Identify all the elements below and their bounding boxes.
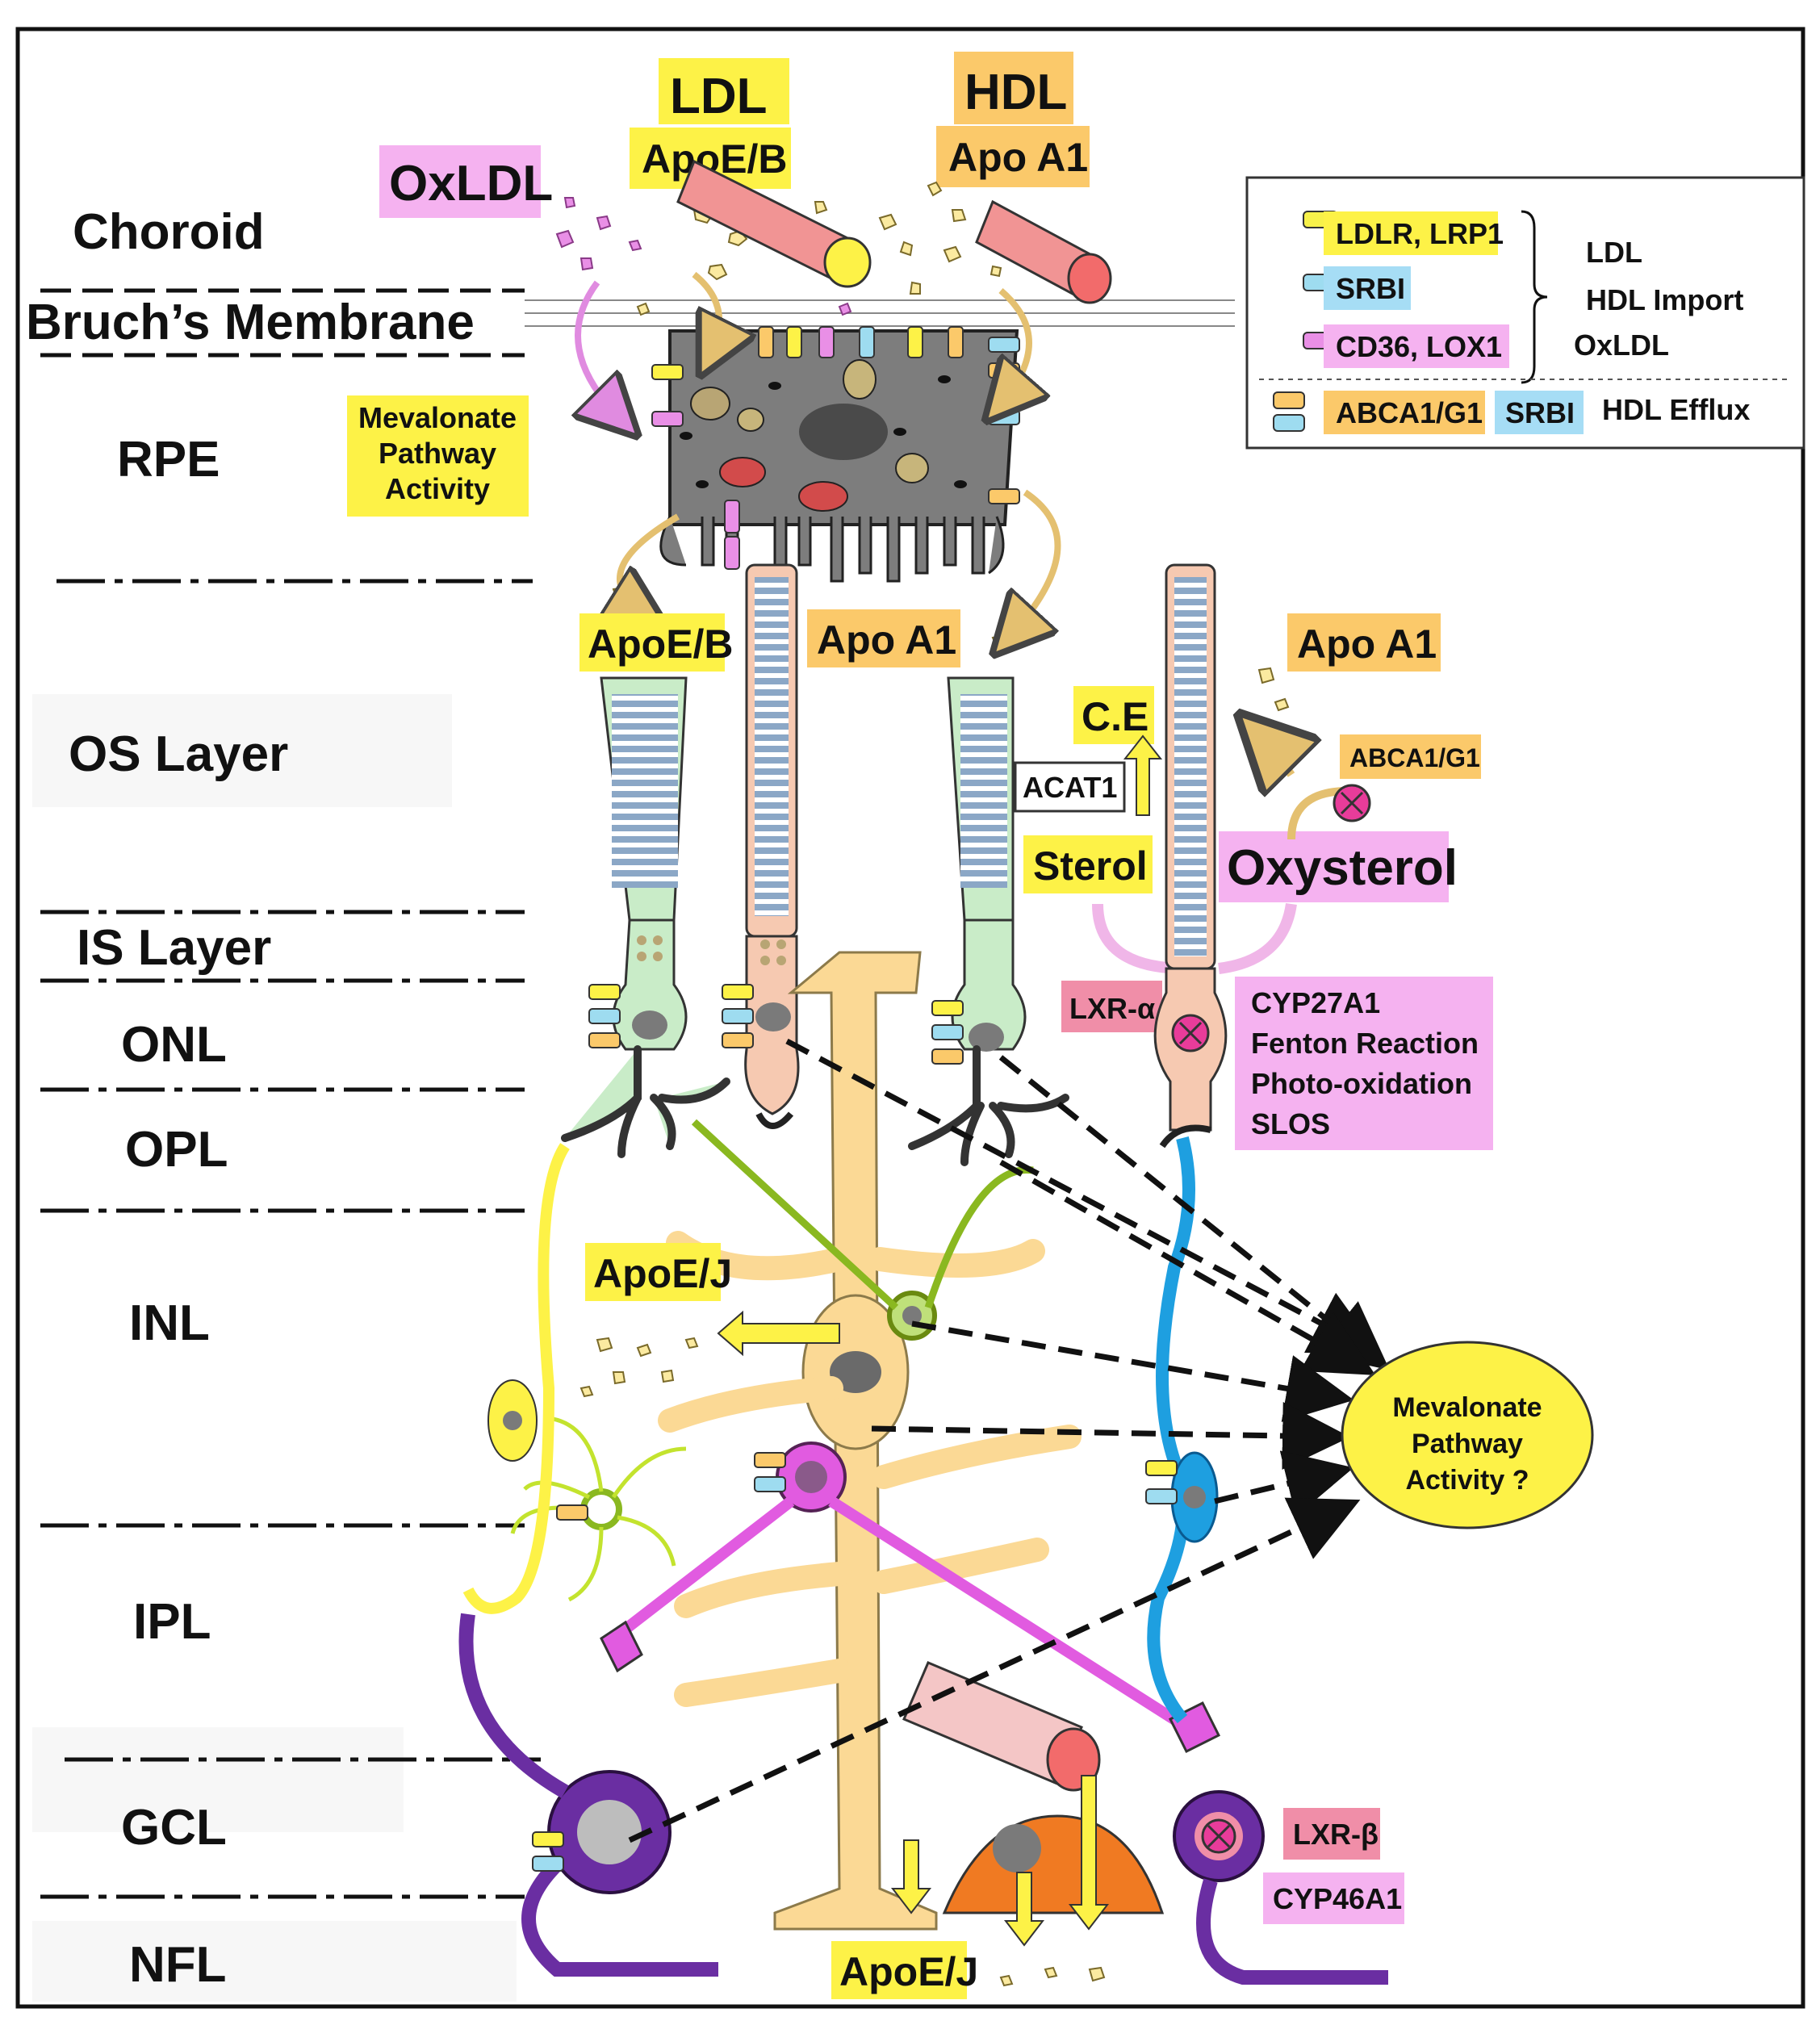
abca-g1-label: ABCA1/G1 — [1349, 743, 1480, 772]
rpe-note-line-1: Mevalonate — [358, 401, 517, 434]
lxr-alpha-label: LXR-α — [1069, 992, 1155, 1025]
apoe-j-labels: ApoE/J ApoE/J LXR-β CYP46A1 — [585, 1243, 1404, 1999]
rpe-mitochondrion — [719, 457, 766, 487]
apo-a1-mid-label: Apo A1 — [817, 617, 956, 663]
layer-opl: OPL — [125, 1122, 228, 1178]
legend: LDLR, LRP1 SRBI CD36, LOX1 LDL HDL Impor… — [1245, 176, 1805, 450]
layer-gcl: GCL — [121, 1800, 227, 1856]
blue-bipolar-cell — [1145, 1136, 1219, 1724]
apoe-b-label: ApoE/B — [588, 621, 734, 667]
top-lipoprotein-labels: LDL ApoE/B HDL Apo A1 OxLDL — [379, 52, 1090, 218]
mevalonate-line-1: Mevalonate — [1392, 1392, 1542, 1423]
inner-vessel-and-astrocyte — [902, 1661, 1165, 1914]
choroid-vessel-right — [975, 199, 1112, 304]
rod-photoreceptor-left — [722, 563, 800, 1129]
legend-oxldl: OxLDL — [1574, 328, 1669, 362]
apoe-j-inl-label: ApoE/J — [593, 1251, 732, 1296]
rpe-microvilli — [659, 516, 1005, 583]
ldl-box — [659, 58, 789, 124]
photo-oxidation-label: Photo-oxidation — [1251, 1067, 1472, 1100]
sterol-label: Sterol — [1033, 843, 1148, 889]
layer-choroid: Choroid — [73, 204, 265, 260]
cone-photoreceptor-left — [561, 676, 730, 1158]
acat1-arrow — [1123, 734, 1163, 816]
mevalonate-line-3: Activity ? — [1405, 1465, 1529, 1496]
figure-frame — [15, 27, 1805, 2009]
ganglion-cell-left — [458, 1613, 718, 1977]
nfl-band — [32, 1921, 517, 2002]
apo-a1-right-label: Apo A1 — [1297, 621, 1437, 667]
mid-labels: ApoE/B Apo A1 Apo A1 C.E ACAT1 Sterol Ox… — [579, 609, 1493, 1150]
legend-hdl-import: HDL Import — [1586, 283, 1743, 316]
rpe-receptors — [651, 326, 1020, 570]
layer-separators — [40, 288, 1235, 1899]
slos-label: SLOS — [1251, 1107, 1330, 1140]
oxldl-label: OxLDL — [389, 156, 553, 211]
rod-photoreceptor-right — [1153, 563, 1228, 1149]
legend-hdl-efflux: HDL Efflux — [1602, 393, 1750, 426]
rpe-cell — [651, 326, 1020, 583]
layer-nfl: NFL — [129, 1937, 227, 1993]
apoe-j-bottom-label: ApoE/J — [839, 1949, 978, 1994]
mevalonate-pathway-node: Mevalonate Pathway Activity ? — [1341, 1341, 1594, 1529]
hdl-box — [954, 52, 1073, 124]
cone-photoreceptor-right — [908, 676, 1069, 1166]
yellow-bipolar-cell — [462, 1143, 570, 1614]
lxr-beta-label: LXR-β — [1293, 1818, 1379, 1851]
legend-cd36: CD36, LOX1 — [1336, 330, 1502, 363]
mevalonate-arrows — [628, 1038, 1390, 1843]
legend-abca1: ABCA1/G1 — [1336, 396, 1483, 429]
hdl-apo-label: Apo A1 — [948, 135, 1088, 180]
os-layer-band — [32, 694, 452, 807]
layer-ipl: IPL — [133, 1594, 211, 1650]
rpe-note-line-3: Activity — [385, 472, 490, 505]
rpe-note-line-2: Pathway — [379, 437, 496, 470]
layer-is: IS Layer — [77, 920, 271, 976]
legend-srbi-efflux: SRBI — [1505, 396, 1575, 429]
layer-bruchs: Bruch’s Membrane — [26, 295, 475, 350]
cyp27a1-label: CYP27A1 — [1251, 986, 1380, 1019]
legend-ldl: LDL — [1586, 236, 1642, 269]
astrocyte-star-cell — [510, 1416, 687, 1602]
layer-onl: ONL — [121, 1017, 227, 1073]
choroid-vessel-left — [676, 159, 872, 288]
mevalonate-line-2: Pathway — [1412, 1429, 1523, 1459]
legend-brace — [1521, 210, 1548, 384]
layer-inl: INL — [129, 1295, 210, 1351]
layer-labels: Choroid Bruch’s Membrane RPE OS Layer IS… — [26, 204, 517, 2002]
hdl-apo-box — [936, 126, 1090, 187]
rpe-transport-arrows — [578, 271, 1061, 638]
ganglion-cell-right — [1173, 1790, 1388, 1985]
legend-srbi: SRBI — [1336, 272, 1405, 305]
gcl-band — [32, 1727, 404, 1832]
ldl-label: LDL — [670, 69, 768, 124]
apoe-j-arrows — [717, 1310, 1110, 1947]
amacrine-cell — [600, 1441, 1221, 1754]
rpe-nucleus — [799, 404, 888, 460]
layer-os: OS Layer — [69, 726, 288, 782]
acat1-label: ACAT1 — [1023, 771, 1117, 804]
layer-rpe: RPE — [117, 432, 220, 487]
cyp46a1-label: CYP46A1 — [1273, 1882, 1402, 1915]
hdl-label: HDL — [964, 65, 1067, 120]
oxldl-box — [379, 145, 541, 218]
ce-label: C.E — [1082, 694, 1148, 739]
fenton-label: Fenton Reaction — [1251, 1027, 1479, 1060]
legend-ldlr: LDLR, LRP1 — [1336, 217, 1504, 250]
oxysterol-label: Oxysterol — [1227, 840, 1458, 896]
muller-glia-cell — [658, 951, 1082, 1931]
rpe-mevalonate-note: Mevalonate Pathway Activity — [347, 395, 529, 517]
